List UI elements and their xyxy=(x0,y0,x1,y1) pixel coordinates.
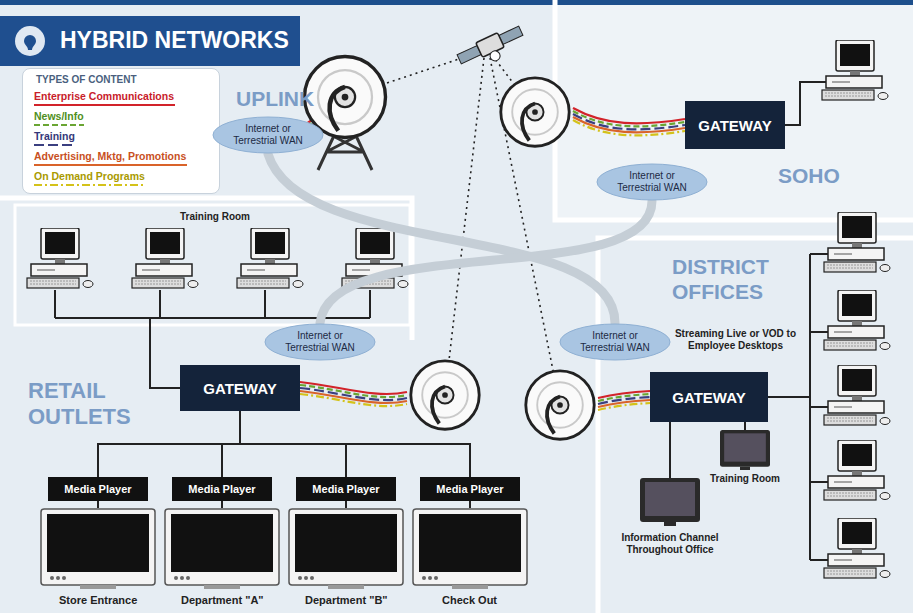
legend-item: Enterprise Communications xyxy=(34,90,175,107)
wan-cloud: Internet or Terrestrial WAN xyxy=(264,323,376,361)
caption-label: Department "A" xyxy=(181,594,264,607)
node-text: GATEWAY xyxy=(698,117,771,134)
caption-label: Streaming Live or VOD to Employee Deskto… xyxy=(668,328,803,352)
node-text: GATEWAY xyxy=(672,389,745,406)
legend-item: On Demand Programs xyxy=(34,170,145,187)
network-band xyxy=(268,154,615,323)
diagram-title: HYBRID NETWORKS xyxy=(60,27,289,54)
legend-line-stroke xyxy=(34,144,75,146)
media-player-box: Media Player xyxy=(296,477,396,501)
gateway-box: GATEWAY xyxy=(180,365,300,411)
node-text: Internet or Terrestrial WAN xyxy=(227,123,309,147)
legend-line xyxy=(34,163,187,167)
caption-label: Department "B" xyxy=(305,594,388,607)
node-text: Internet or Terrestrial WAN xyxy=(611,170,693,194)
caption-label: Store Entrance xyxy=(59,594,137,607)
legend-text: Enterprise Communications xyxy=(34,90,175,103)
caption-label: Check Out xyxy=(442,594,497,607)
legend-text: Training xyxy=(34,130,75,143)
wan-cloud: Internet or Terrestrial WAN xyxy=(212,116,324,154)
wan-ellipse-shape xyxy=(560,324,670,360)
region-label: UPLINK xyxy=(236,86,314,111)
caption-label: Information Channel Throughout Office xyxy=(610,532,730,556)
wan-ellipse-shape xyxy=(213,117,323,153)
node-text: Internet or Terrestrial WAN xyxy=(279,330,361,354)
wan-ellipse-shape xyxy=(265,324,375,360)
legend-line-stroke xyxy=(34,184,145,186)
region-label: SOHO xyxy=(778,163,840,188)
gateway-box: GATEWAY xyxy=(650,372,768,422)
legend-line-stroke xyxy=(34,124,84,126)
wan-cloud: Internet or Terrestrial WAN xyxy=(596,163,708,201)
legend-text: News/Info xyxy=(34,110,84,123)
media-player-box: Media Player xyxy=(172,477,272,501)
node-text: Media Player xyxy=(188,483,255,495)
caption-label: Training Room xyxy=(710,473,780,485)
wire xyxy=(240,411,470,477)
legend-line xyxy=(34,143,75,147)
network-band xyxy=(320,201,652,323)
legend-line xyxy=(34,123,84,127)
legend-line-stroke xyxy=(34,164,187,166)
node-text: Media Player xyxy=(312,483,379,495)
legend-text: Advertising, Mktg, Promotions xyxy=(34,150,187,163)
node-text: Internet or Terrestrial WAN xyxy=(574,330,656,354)
wire xyxy=(222,411,240,477)
region-label: DISTRICT OFFICES xyxy=(672,254,797,304)
node-text: GATEWAY xyxy=(203,380,276,397)
legend-line xyxy=(34,183,145,187)
wan-cloud: Internet or Terrestrial WAN xyxy=(559,323,671,361)
media-player-box: Media Player xyxy=(420,477,520,501)
legend-item: Advertising, Mktg, Promotions xyxy=(34,150,187,167)
legend-text: On Demand Programs xyxy=(34,170,145,183)
wan-ellipse-shape xyxy=(597,164,707,200)
gateway-box: GATEWAY xyxy=(685,101,785,149)
legend-line-stroke xyxy=(34,104,175,106)
media-player-box: Media Player xyxy=(48,477,148,501)
legend-item: Training xyxy=(34,130,75,147)
node-text: Media Player xyxy=(436,483,503,495)
region-label: RETAIL OUTLETS xyxy=(28,378,153,431)
legend-line xyxy=(34,103,175,107)
legend-heading: TYPES OF CONTENT xyxy=(36,74,137,86)
caption-label: Training Room xyxy=(180,211,250,223)
node-text: Media Player xyxy=(64,483,131,495)
legend-item: News/Info xyxy=(34,110,84,127)
